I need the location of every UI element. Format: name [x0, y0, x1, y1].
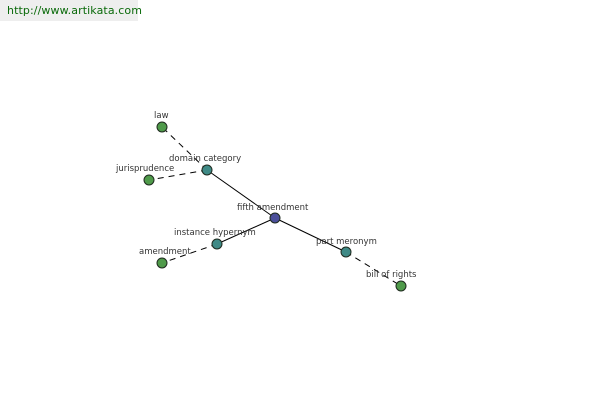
node-label-amendment: amendment [139, 247, 191, 257]
labels-layer: law domain category jurisprudence fifth … [115, 111, 417, 280]
node-label-fifth-amendment: fifth amendment [237, 203, 309, 213]
edges-layer [148, 126, 402, 287]
site-url-link[interactable]: http://www.artikata.com [7, 4, 143, 17]
node-label-jurisprudence: jurisprudence [115, 164, 174, 174]
node-label-law: law [154, 111, 169, 121]
url-banner: http://www.artikata.com [0, 0, 142, 21]
edge-center-domain-category [206, 169, 276, 219]
node-part-meronym[interactable] [340, 246, 352, 258]
node-amendment[interactable] [156, 257, 168, 269]
nodes-layer [143, 121, 407, 292]
edge-domain-category-jurisprudence [148, 169, 208, 181]
node-label-bill-of-rights: bill of rights [366, 270, 417, 280]
node-jurisprudence[interactable] [143, 174, 155, 186]
edge-instance-hypernym-amendment [161, 243, 218, 264]
edge-center-part-meronym [274, 217, 347, 253]
node-law[interactable] [156, 121, 168, 133]
edge-part-meronym-bill-of-rights [345, 251, 402, 287]
node-bill-of-rights[interactable] [395, 280, 407, 292]
edge-center-instance-hypernym [216, 217, 276, 245]
node-instance-hypernym[interactable] [211, 238, 223, 250]
node-domain-category[interactable] [201, 164, 213, 176]
node-label-instance-hypernym: instance hypernym [174, 228, 256, 238]
node-label-domain-category: domain category [169, 154, 241, 164]
node-label-part-meronym: part meronym [316, 237, 377, 247]
node-fifth-amendment[interactable] [269, 212, 281, 224]
